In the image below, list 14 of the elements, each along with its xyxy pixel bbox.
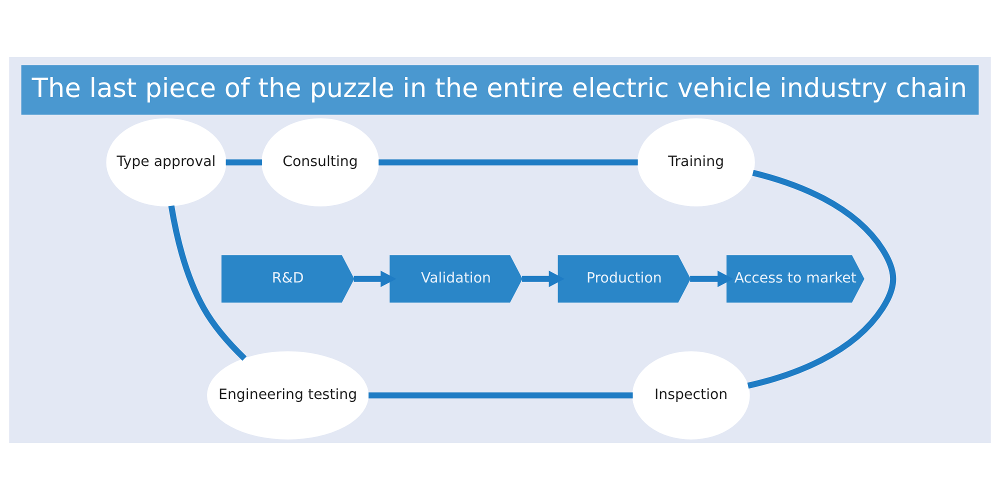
connector bbox=[378, 159, 638, 166]
node-ellipse: Inspection bbox=[632, 351, 750, 440]
diagram-title: The last piece of the puzzle in the entire electric vehicle industry chain bbox=[32, 74, 968, 104]
node-ellipse: Engineering testing bbox=[207, 351, 369, 440]
node-ellipse: Training bbox=[637, 118, 755, 206]
node-ellipse: Type approval bbox=[106, 118, 226, 206]
node-ellipse: Consulting bbox=[262, 118, 380, 206]
arrow bbox=[354, 270, 396, 288]
connector bbox=[747, 170, 896, 389]
connector bbox=[368, 392, 633, 398]
connector bbox=[168, 205, 247, 361]
arrow bbox=[522, 270, 564, 288]
arrow bbox=[690, 270, 734, 288]
connector bbox=[226, 159, 262, 166]
